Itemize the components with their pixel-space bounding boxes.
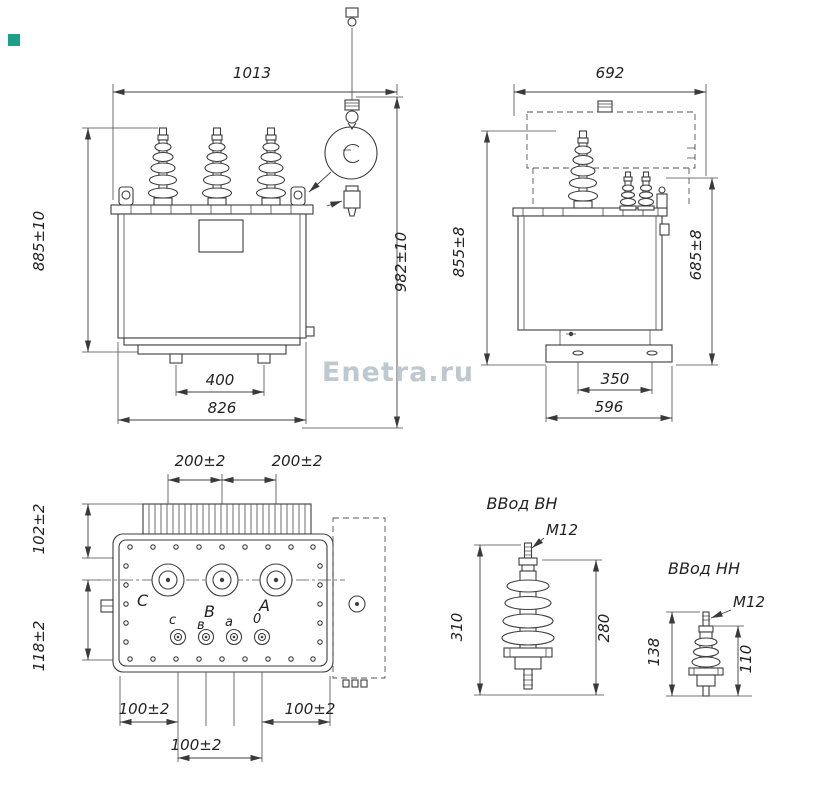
top-view: 200±2 200±2 102±2 118±2 100±2 100±2 100±… (30, 452, 386, 762)
dim-front-height-total: 982±10 (392, 232, 410, 292)
watermark: Enetra.ru (322, 357, 474, 388)
dim-top-pitch-left: 200±2 (175, 452, 226, 470)
terminal-label-b: в (197, 618, 205, 633)
dim-front-feet-span: 400 (206, 371, 235, 389)
lv-bushing (619, 171, 637, 211)
phase-label-a: А (258, 596, 270, 615)
hv-bushing (255, 127, 287, 206)
dim-top-pitch-right: 200±2 (272, 452, 323, 470)
dim-top-hv-offset: 102±2 (30, 504, 48, 555)
dim-hv-insulator: 280 (595, 614, 613, 643)
corner-mark (8, 34, 20, 46)
hv-bushing (567, 130, 599, 209)
dim-side-width: 692 (596, 64, 625, 82)
dim-side-height-tank: 685±8 (687, 230, 705, 281)
dim-side-slot-span: 350 (601, 370, 630, 388)
terminal-label-0: 0 (253, 612, 261, 627)
detail-circle (324, 126, 378, 180)
dim-front-base-width: 826 (208, 399, 237, 417)
dim-side-height-body: 855±8 (450, 227, 468, 278)
dim-top-lv-right: 100±2 (285, 700, 336, 718)
terminal-label-c: с (169, 613, 176, 628)
hv-bushing (147, 127, 179, 206)
dim-front-width: 1013 (233, 64, 271, 82)
hv-bushing-title: ВВод ВН (487, 494, 558, 513)
side-view: 692 855±8 685±8 350 596 (450, 64, 718, 422)
dim-lv-insulator: 110 (737, 645, 755, 674)
dim-top-lv-left: 100±2 (119, 700, 170, 718)
lv-bushing-detail: ВВод НН М12 138 110 (645, 559, 765, 697)
bolt-holes (123, 544, 323, 662)
phase-label-b: В (204, 602, 215, 621)
dim-top-lv-center: 100±2 (171, 736, 222, 754)
phase-label-c: С (137, 591, 149, 610)
front-view: 1013 885±10 982±10 400 826 (30, 7, 410, 429)
hv-bushing-detail: ВВод ВН М12 310 280 (448, 494, 613, 696)
hv-bushing-top (151, 563, 293, 597)
lv-terminals-top (169, 628, 271, 646)
lv-bushing-title: ВВод НН (668, 559, 740, 578)
lv-bushing-thread: М12 (733, 593, 765, 611)
lv-bushing (637, 171, 655, 211)
dim-lv-total: 138 (645, 638, 663, 667)
dim-top-lv-offset: 118±2 (30, 621, 48, 672)
hv-bushing (201, 127, 233, 206)
hv-bushing-thread: М12 (546, 521, 578, 539)
terminal-label-a: а (225, 615, 233, 630)
dim-hv-total: 310 (448, 613, 466, 642)
dim-side-base-width: 596 (595, 398, 624, 416)
dim-front-height-body: 885±10 (30, 211, 48, 271)
